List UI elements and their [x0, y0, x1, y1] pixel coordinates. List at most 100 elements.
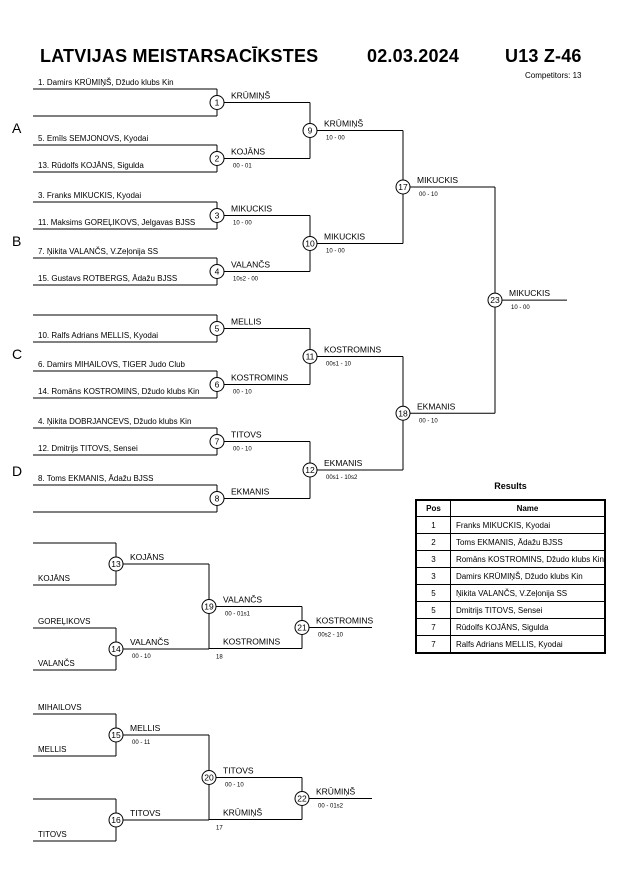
- match-number-label: 3: [215, 211, 220, 221]
- match-score: 10s2 - 00: [233, 277, 259, 283]
- match-circle: [108, 556, 124, 572]
- match-circle: [302, 236, 318, 251]
- match-number: 20: [201, 770, 217, 785]
- match-number-label: 7: [215, 437, 220, 447]
- match-number: 8: [209, 491, 225, 506]
- match-number: 5: [209, 321, 225, 336]
- pool-label: D: [12, 463, 22, 479]
- match-winner: KRŪMIŅŠ: [231, 91, 271, 101]
- weight-category: U13 Z-46: [505, 46, 582, 66]
- repechage-entry: VALANČS: [38, 659, 75, 668]
- match-number-label: 14: [111, 644, 121, 654]
- match-score: 00 - 10: [233, 447, 252, 453]
- competitor-entry: 3. Franks MIKUCKIS, Kyodai: [38, 191, 141, 200]
- match-score: 00 - 10: [225, 783, 244, 789]
- match-circle: [302, 349, 318, 364]
- match-winner: KRŪMIŅŠ: [324, 119, 364, 129]
- match-number: 21: [294, 620, 310, 635]
- match-score: 00 - 01: [233, 164, 252, 170]
- final-score: 10 - 00: [511, 305, 530, 311]
- match-score: 10 - 00: [326, 136, 345, 142]
- result-pos: 3: [415, 550, 451, 568]
- match-score: 00 - 11: [132, 740, 151, 746]
- match-score: 00s1 - 10s2: [326, 475, 358, 481]
- match-number-label: 9: [308, 126, 313, 136]
- match-circle: [209, 151, 225, 166]
- match-number-label: 19: [204, 602, 214, 612]
- match-circle: [395, 405, 411, 421]
- match-number: 12: [302, 462, 318, 478]
- competitor-entry: 14. Romāns KOSTROMINS, Džudo klubs Kin: [38, 387, 199, 396]
- match-winner: VALANČS: [231, 260, 270, 270]
- match-winner: VALANČS: [223, 595, 262, 605]
- bronze-score: 00s2 - 10: [318, 633, 344, 639]
- bronze-source-note: 17: [216, 826, 223, 832]
- match-number-label: 6: [215, 380, 220, 390]
- match-number: 3: [209, 208, 225, 223]
- match-winner: VALANČS: [130, 637, 169, 647]
- match-circle: [209, 377, 225, 392]
- bronze-opponent: KOSTROMINS: [223, 637, 280, 647]
- match-number-label: 12: [305, 465, 315, 475]
- match-winner: TITOVS: [130, 808, 161, 818]
- match-winner: MIKUCKIS: [231, 204, 272, 214]
- match-circle: [108, 812, 124, 828]
- match-circle: [108, 641, 124, 657]
- match-number: 4: [209, 264, 225, 279]
- bronze-winner: KOSTROMINS: [316, 616, 373, 626]
- match-score: 00 - 10: [233, 390, 252, 396]
- result-name: Rūdolfs KOJĀNS, Sigulda: [449, 618, 606, 636]
- match-number: 23: [487, 292, 503, 308]
- repechage-entry: TITOVS: [38, 830, 67, 839]
- result-name: Dmitrijs TITOVS, Sensei: [449, 601, 606, 619]
- match-winner: MIKUCKIS: [417, 175, 458, 185]
- match-score: 00 - 10: [132, 654, 151, 660]
- match-circle: [487, 292, 503, 308]
- match-winner: KOJĀNS: [231, 147, 265, 157]
- match-number-label: 23: [490, 295, 500, 305]
- competitor-entry: 12. Dmitrijs TITOVS, Sensei: [38, 444, 138, 453]
- match-score: 10 - 00: [326, 249, 345, 255]
- competitors-count: Competitors:13: [525, 71, 582, 80]
- result-pos: 3: [415, 567, 451, 585]
- match-number-label: 17: [398, 182, 408, 192]
- match-winner: TITOVS: [223, 766, 254, 776]
- match-circle: [209, 491, 225, 506]
- match-number: 11: [302, 349, 318, 364]
- bronze-opponent: KRŪMIŅŠ: [223, 808, 263, 818]
- match-circle: [302, 123, 318, 138]
- competitor-entry: 13. Rūdolfs KOJĀNS, Sigulda: [38, 161, 144, 170]
- match-number-label: 18: [398, 408, 408, 418]
- competitor-entry: 10. Ralfs Adrians MELLIS, Kyodai: [38, 331, 158, 340]
- result-name: Romāns KOSTROMINS, Džudo klubs Kin: [449, 550, 606, 568]
- match-winner: MELLIS: [231, 317, 262, 327]
- match-number-label: 2: [215, 154, 220, 164]
- bronze-score: 00 - 01s2: [318, 804, 344, 810]
- result-pos: 5: [415, 584, 451, 602]
- match-winner: KOSTROMINS: [231, 373, 288, 383]
- match-number: 15: [108, 727, 124, 743]
- match-number: 18: [395, 405, 411, 421]
- results-header-pos: Pos: [415, 499, 451, 517]
- repechage-entry: KOJĀNS: [38, 574, 70, 583]
- match-number: 14: [108, 641, 124, 657]
- match-circle: [201, 770, 217, 785]
- match-winner: MELLIS: [130, 723, 161, 733]
- competitor-entry: 4. Ņikita DOBRJANCEVS, Džudo klubs Kin: [38, 417, 191, 426]
- match-score: 00s1 - 10: [326, 362, 352, 368]
- result-name: Toms EKMANIS, Ādažu BJSS: [449, 533, 606, 551]
- match-score: 00 - 01s1: [225, 612, 251, 618]
- match-number-label: 8: [215, 494, 220, 504]
- match-number-label: 11: [306, 352, 315, 362]
- match-number-label: 1: [215, 98, 220, 108]
- match-circle: [302, 462, 318, 478]
- match-winner: EKMANIS: [231, 487, 270, 497]
- match-circle: [209, 208, 225, 223]
- match-circle: [209, 264, 225, 279]
